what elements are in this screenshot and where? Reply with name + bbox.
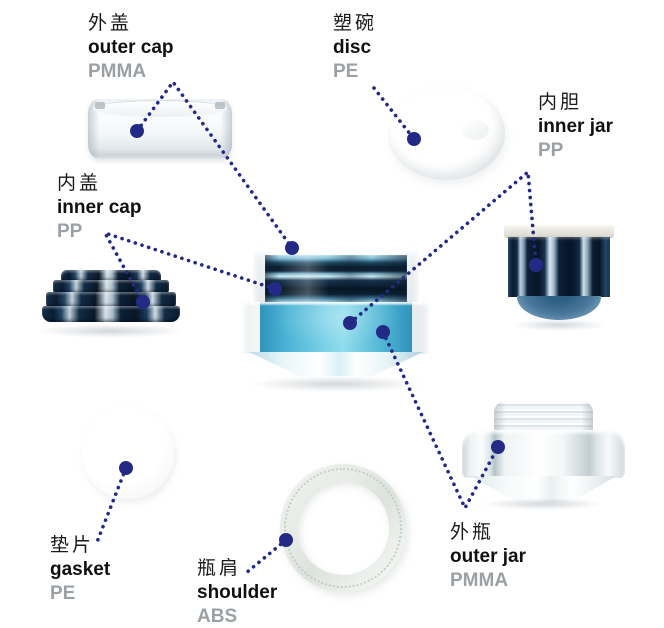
label-outer-jar-material: PMMA <box>450 570 509 591</box>
outer-jar-neck-threads <box>494 402 593 434</box>
label-inner-jar-zh: 内胆 <box>538 92 583 113</box>
label-outer-cap: 外盖 outer cap PMMA <box>88 12 174 84</box>
label-gasket-en: gasket <box>50 559 111 580</box>
shoulder-thread-texture <box>284 468 402 588</box>
label-shoulder-zh: 瓶肩 <box>197 558 242 579</box>
label-disc-zh: 塑碗 <box>333 13 378 34</box>
assembled-jar-inner-blue <box>260 302 412 352</box>
gasket-shape <box>82 407 174 499</box>
label-outer-cap-zh: 外盖 <box>88 13 133 34</box>
label-gasket-zh: 垫片 <box>50 535 95 556</box>
label-disc-en: disc <box>333 37 372 58</box>
label-disc-material: PE <box>333 61 359 82</box>
inner-cap-shadow <box>36 324 186 338</box>
inner-jar-bottom <box>517 296 601 320</box>
assembled-jar-metallic-band <box>265 255 407 302</box>
assembled-jar-base <box>249 352 423 376</box>
label-outer-jar: 外瓶 outer jar PMMA <box>450 521 526 593</box>
outer-cap-corner-tab <box>95 102 105 109</box>
outer-jar-image <box>462 402 625 510</box>
assembled-jar-shadow <box>249 376 423 392</box>
gasket-image <box>82 407 174 499</box>
label-inner-cap: 内盖 inner cap PP <box>57 172 141 244</box>
label-gasket-material: PE <box>50 583 76 604</box>
disc-image <box>388 86 505 180</box>
label-outer-jar-zh: 外瓶 <box>450 522 495 543</box>
inner-jar-image <box>504 225 614 331</box>
outer-cap-corner-tab <box>215 102 225 109</box>
label-shoulder-material: ABS <box>197 606 238 627</box>
label-inner-jar: 内胆 inner jar PP <box>538 91 613 163</box>
label-outer-cap-en: outer cap <box>88 37 174 58</box>
label-outer-jar-en: outer jar <box>450 546 527 567</box>
inner-jar-shadow <box>512 319 606 331</box>
label-inner-jar-material: PP <box>538 140 564 161</box>
shoulder-image <box>280 464 406 592</box>
label-gasket: 垫片 gasket PE <box>50 534 110 606</box>
inner-cap-tier <box>46 292 176 307</box>
outer-jar-shadow <box>482 498 605 510</box>
outer-jar-body <box>462 430 625 478</box>
label-inner-jar-en: inner jar <box>538 116 613 137</box>
outer-cap-top-face <box>93 100 227 117</box>
label-inner-cap-zh: 内盖 <box>57 173 102 194</box>
disc-highlight <box>461 120 489 140</box>
label-inner-cap-en: inner cap <box>57 197 142 218</box>
label-inner-cap-material: PP <box>57 221 83 242</box>
label-shoulder: 瓶肩 shoulder ABS <box>197 557 277 628</box>
inner-jar-body <box>508 237 610 297</box>
label-disc: 塑碗 disc PE <box>333 12 377 84</box>
label-outer-cap-material: PMMA <box>88 61 147 82</box>
inner-cap-flange <box>42 306 180 322</box>
outer-cap-image <box>88 99 232 159</box>
assembled-jar-image <box>243 240 429 392</box>
inner-cap-image <box>36 270 186 338</box>
shoulder-hole <box>297 481 389 575</box>
label-shoulder-en: shoulder <box>197 582 278 603</box>
